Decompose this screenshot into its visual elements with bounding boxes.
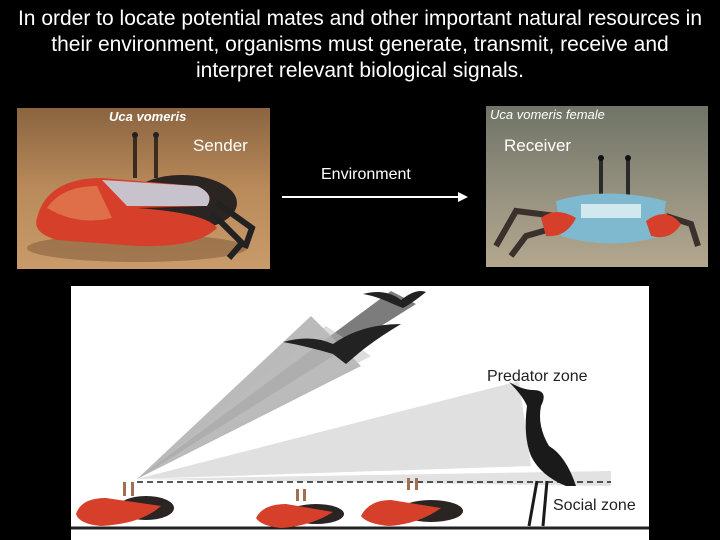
signal-arrow [280,190,470,204]
receiver-crab-photo: Uca vomeris female [486,106,708,267]
signal-zones-diagram: Predator zone Social zone [71,286,649,540]
sender-crab-photo: Uca vomeris [17,108,270,269]
slide-heading: In order to locate potential mates and o… [10,6,710,84]
social-zone-label: Social zone [553,497,636,515]
predator-zone-label: Predator zone [487,368,588,386]
sender-photo-caption: Uca vomeris [109,109,186,124]
sender-label: Sender [193,136,248,156]
receiver-label: Receiver [504,136,571,156]
receiver-photo-caption: Uca vomeris female [490,107,605,122]
environment-label: Environment [321,166,411,184]
